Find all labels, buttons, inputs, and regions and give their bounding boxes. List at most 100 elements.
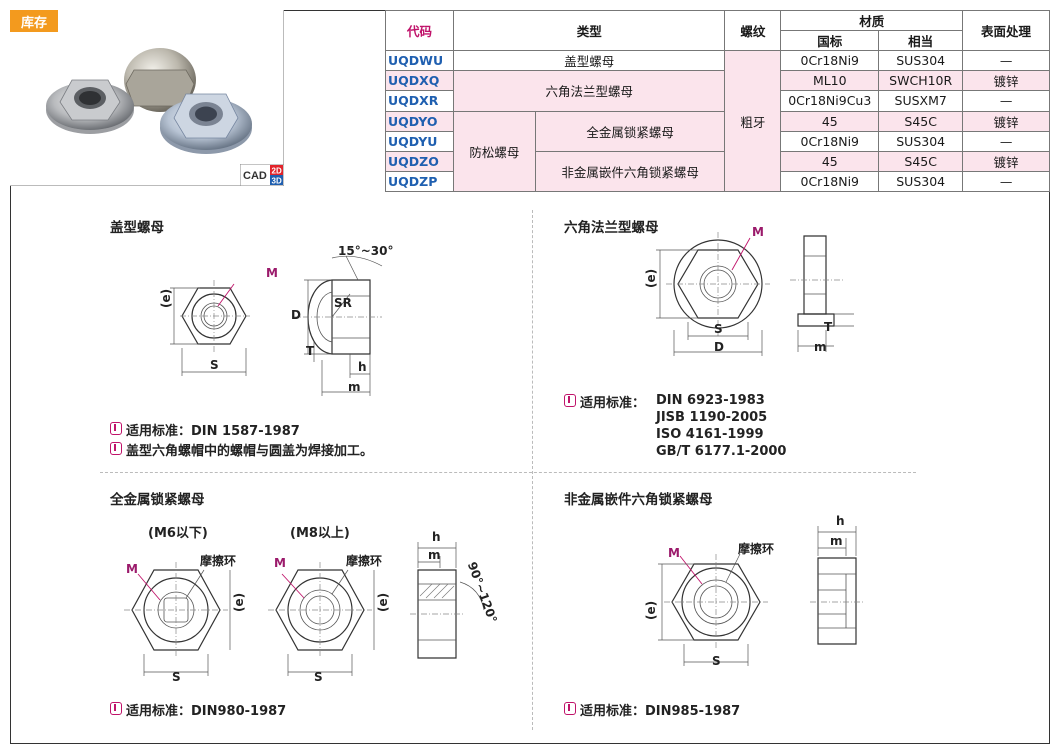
info-icon [110,702,122,715]
cap-nut-e-label: (e) [159,288,173,308]
code-cell[interactable]: UQDYO [385,110,454,132]
nonmetal-m-dim-label: m [830,534,843,548]
thread-cell: 粗牙 [724,50,782,192]
material-eq-cell: S45C [878,150,964,172]
table-row: UQDYU 0Cr18Ni9 SUS304 — [385,130,1050,152]
code-cell[interactable]: UQDXQ [385,70,454,92]
flange-nut-drawing [656,232,854,356]
material-eq-cell: SUS304 [878,170,964,193]
nonmetal-s-label: S [712,654,721,668]
all-metal-m-dim-label: m [428,548,441,562]
all-metal-sub-large: (M8以上) [290,526,350,541]
code-cell[interactable]: UQDXR [385,90,454,112]
code-cell[interactable]: UQDYU [385,130,454,152]
code-cell[interactable]: UQDWU [385,50,454,72]
material-eq-cell: S45C [878,110,964,132]
table-row: UQDZP 0Cr18Ni9 SUS304 — [385,170,1050,193]
material-gb-cell: 45 [780,150,880,172]
table-row: UQDZO 非金属嵌件六角锁紧螺母 45 S45C 镀锌 [385,150,1050,193]
surface-cell: — [962,170,1050,193]
material-gb-cell: ML10 [780,70,880,92]
table-row: UQDXQ 六角法兰型螺母 ML10 SWCH10R 镀锌 [385,70,1050,112]
cap-nut-drawing [170,255,383,396]
cap-nut-d-label: D [291,308,301,322]
material-eq-cell: SUS304 [878,130,964,152]
cap-nut-sr-label: SR [334,296,352,310]
cad-label: CAD [243,170,267,182]
nonmetal-e-label: (e) [644,600,658,620]
nonmetal-m-label: M [668,546,680,560]
th-type: 类型 [452,9,726,52]
flange-nut-m-label: M [752,225,764,239]
surface-cell: — [962,90,1050,112]
all-metal-drawing [124,542,485,676]
material-eq-cell: SUS304 [878,50,964,72]
standard-item: GB/T 6177.1-2000 [656,444,787,459]
surface-cell: 镀锌 [962,110,1050,132]
standard-item: ISO 4161-1999 [656,427,764,442]
flange-nut-s-label: S [714,322,723,336]
cad-3d-label: 3D [272,177,282,186]
info-icon [110,442,122,455]
all-metal-large-ring-label: 摩擦环 [346,554,383,568]
material-gb-cell: 0Cr18Ni9 [780,170,880,193]
section-divider-horizontal [100,472,916,473]
nonmetal-note: 适用标准：DIN985-1987 [564,700,740,719]
type-cell: 全金属锁紧螺母 [534,110,726,152]
all-metal-sub-small: (M6以下) [148,526,208,541]
info-icon [564,394,576,407]
stock-tag: 库存 [10,10,58,32]
th-material-eq: 相当 [878,30,964,52]
surface-cell: — [962,130,1050,152]
nonmetal-h-label: h [836,514,845,528]
table-row: UQDWU 盖型螺母 粗牙 0Cr18Ni9 SUS304 — [385,50,1050,192]
cap-nut-h-label: h [358,360,367,374]
surface-cell: 镀锌 [962,150,1050,172]
all-metal-large-m-label: M [274,556,286,570]
flange-nut-e-label: (e) [644,268,658,288]
surface-cell: — [962,50,1050,72]
all-metal-small-s-label: S [172,670,181,684]
cad-2d-label: 2D [272,167,282,176]
material-gb-cell: 45 [780,110,880,132]
cap-nut-s-label: S [210,358,219,372]
flange-nut-title: 六角法兰型螺母 [564,220,659,236]
all-metal-large-s-label: S [314,670,323,684]
all-metal-small-e-label: (e) [232,592,246,612]
standard-item: JISB 1190-2005 [656,410,768,425]
material-gb-cell: 0Cr18Ni9Cu3 [780,90,880,112]
section-divider-vertical [532,210,533,730]
flange-nut-m-dim-label: m [814,340,827,354]
all-metal-large-e-label: (e) [376,592,390,612]
th-material-gb: 国标 [780,30,880,52]
cap-nut-angle-label: 15°~30° [338,244,394,258]
cap-nut-t-label: T [306,344,315,358]
product-photo-panel: 库存 CAD [10,10,285,187]
cap-nut-m-dim-label: m [348,380,361,394]
cad-2d-3d-badge: CAD 2D 3D [239,163,285,187]
type-cell: 盖型螺母 [452,50,726,72]
standard-item: DIN 6923-1983 [656,393,765,408]
th-thread: 螺纹 [724,9,782,52]
info-icon [110,422,122,435]
code-cell[interactable]: UQDZP [385,170,454,193]
th-material: 材质 [780,9,964,32]
cap-nut-title: 盖型螺母 [110,220,164,236]
all-metal-small-m-label: M [126,562,138,576]
material-gb-cell: 0Cr18Ni9 [780,130,880,152]
material-gb-cell: 0Cr18Ni9 [780,50,880,72]
all-metal-note: 适用标准：DIN980-1987 [110,700,286,719]
type-group-cell: 防松螺母 [452,110,536,193]
table-row: UQDYO 防松螺母 全金属锁紧螺母 45 S45C 镀锌 [385,110,1050,193]
all-metal-h-label: h [432,530,441,544]
nonmetal-ring-label: 摩擦环 [738,542,775,556]
flange-nut-t-label: T [824,320,833,334]
cap-nut-m-label: M [266,266,278,280]
material-eq-cell: SUSXM7 [878,90,964,112]
all-metal-title: 全金属锁紧螺母 [110,492,205,508]
th-surface: 表面处理 [962,9,1050,52]
material-eq-cell: SWCH10R [878,70,964,92]
spec-table: 代码 类型 螺纹 材质 表面处理 国标 相当 UQDWU 盖型螺母 粗牙 0Cr… [385,9,1050,193]
nonmetal-title: 非金属嵌件六角锁紧螺母 [564,492,713,508]
code-cell[interactable]: UQDZO [385,150,454,172]
